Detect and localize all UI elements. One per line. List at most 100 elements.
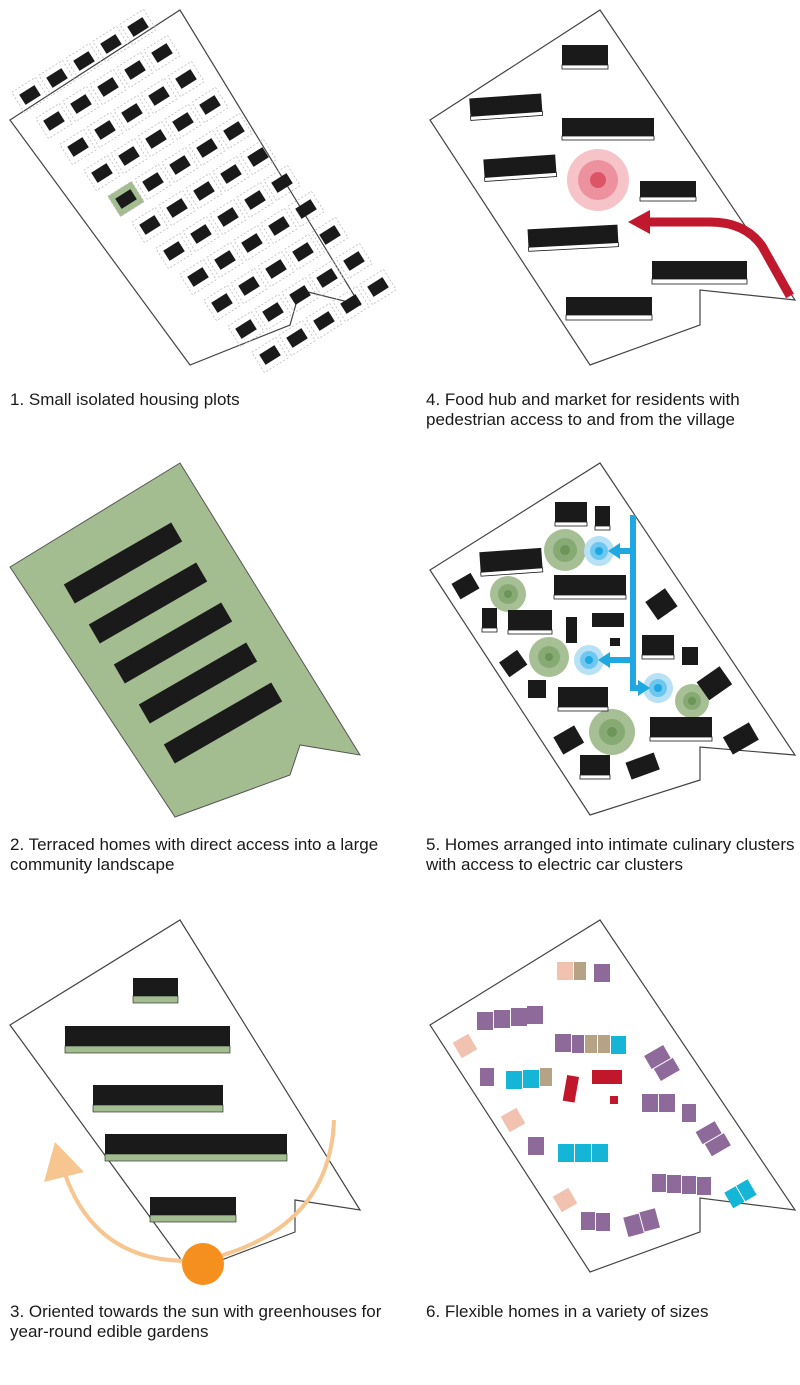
caption-5: 5. Homes arranged into intimate culinary… — [426, 835, 795, 874]
plot — [140, 77, 178, 115]
house — [46, 68, 68, 88]
green-clusters — [490, 529, 709, 755]
plot — [284, 233, 322, 271]
house — [19, 85, 41, 105]
house — [319, 225, 341, 245]
house — [220, 164, 242, 184]
house — [166, 198, 188, 218]
house — [340, 294, 362, 314]
plot — [113, 94, 151, 132]
plot — [308, 259, 346, 297]
small-plots-diagram — [9, 8, 397, 374]
house — [70, 94, 92, 114]
house — [100, 34, 122, 54]
plot — [167, 60, 205, 98]
plot — [11, 76, 49, 114]
building — [562, 45, 608, 65]
plot — [83, 154, 121, 192]
house — [175, 69, 197, 89]
house — [271, 173, 293, 193]
house — [172, 112, 194, 132]
house — [169, 155, 191, 175]
house — [265, 259, 287, 279]
electric-access-lines — [598, 515, 650, 696]
house — [193, 181, 215, 201]
house — [91, 163, 113, 183]
building — [652, 261, 747, 279]
plot — [35, 102, 73, 140]
house — [268, 216, 290, 236]
caption-6: 6. Flexible homes in a variety of sizes — [426, 1302, 709, 1321]
house — [244, 190, 266, 210]
caption-1: 1. Small isolated housing plots — [10, 390, 240, 409]
house — [289, 285, 311, 305]
house — [235, 319, 257, 339]
house — [217, 207, 239, 227]
plot — [62, 85, 100, 123]
plot — [227, 310, 265, 348]
plot — [251, 336, 289, 374]
caption-4: 4. Food hub and market for residents wit… — [426, 390, 740, 429]
sun-orientation-diagram — [9, 919, 362, 1285]
culinary-clusters-diagram — [429, 462, 797, 816]
panel-flexible-homes: 6. Flexible homes in a variety of sizes — [400, 910, 800, 1385]
building — [640, 181, 696, 197]
house — [292, 242, 314, 262]
house — [97, 77, 119, 97]
house — [223, 121, 245, 141]
arrow-head — [628, 210, 650, 234]
plot — [311, 216, 349, 254]
house — [190, 224, 212, 244]
homes-with-greenhouses — [64, 978, 288, 1223]
plot — [86, 111, 124, 149]
homes — [451, 502, 759, 780]
terraced-homes-diagram — [9, 462, 362, 818]
house — [196, 138, 218, 158]
panel-food-hub: 4. Food hub and market for residents wit… — [400, 0, 800, 450]
house — [247, 147, 269, 167]
house — [139, 215, 161, 235]
plot — [260, 207, 298, 245]
house — [145, 129, 167, 149]
house — [262, 302, 284, 322]
house — [127, 17, 149, 37]
plot — [335, 242, 373, 280]
house — [118, 146, 140, 166]
house — [214, 250, 236, 270]
plot — [287, 190, 325, 228]
house — [316, 268, 338, 288]
terraced-rows — [63, 522, 283, 764]
caption-2: 2. Terraced homes with direct access int… — [10, 835, 379, 874]
terrace-row — [113, 602, 233, 684]
house — [238, 276, 260, 296]
plot — [119, 8, 157, 46]
terrace-row — [63, 522, 183, 604]
sun-path-arrow-icon — [44, 1142, 84, 1182]
plot — [59, 128, 97, 166]
house — [121, 103, 143, 123]
plot — [263, 164, 301, 202]
plot — [254, 293, 292, 331]
panel-culinary-clusters: 5. Homes arranged into intimate culinary… — [400, 455, 800, 905]
house — [313, 311, 335, 331]
plot — [239, 138, 277, 176]
house — [241, 233, 263, 253]
plot — [278, 319, 316, 357]
plot — [281, 276, 319, 314]
terrace-row — [88, 562, 208, 644]
sun-icon — [182, 1243, 224, 1285]
homes-of-varied-sizes — [452, 962, 757, 1238]
house — [286, 328, 308, 348]
plot — [332, 285, 370, 323]
plot — [179, 258, 217, 296]
plot — [257, 250, 295, 288]
site-outline — [9, 9, 362, 366]
caption-3: 3. Oriented towards the sun with greenho… — [10, 1302, 382, 1341]
plot — [143, 34, 181, 72]
house — [124, 60, 146, 80]
house — [43, 111, 65, 131]
house — [73, 51, 95, 71]
house — [94, 120, 116, 140]
house — [367, 277, 389, 297]
pedestrian-access-arrow — [645, 217, 794, 299]
